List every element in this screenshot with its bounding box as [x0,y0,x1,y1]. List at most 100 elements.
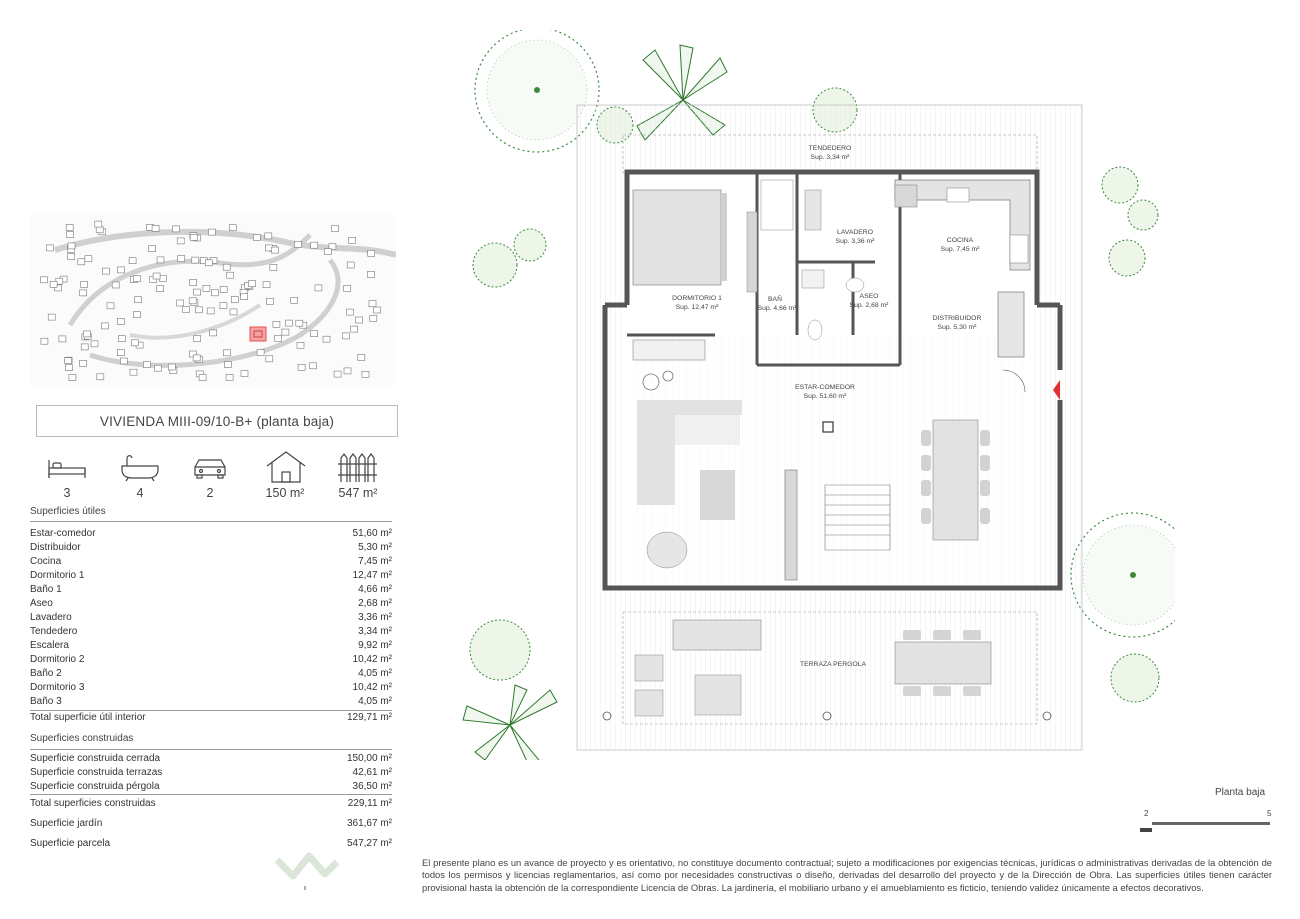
site-lot [177,255,185,262]
site-lot [290,297,299,304]
bathtub-icon [118,450,162,484]
site-lot [309,362,317,370]
site-lot [77,258,86,266]
site-lot [314,284,323,292]
site-lot [208,228,216,236]
floor-plan: TENDEDERO Sup. 3,34 m² LAVADERO Sup. 3,3… [455,27,1196,771]
bathrooms-value: 4 [136,486,144,500]
site-lot [295,319,304,327]
site-lot [90,340,99,348]
site-lot [54,284,62,292]
site-lot [128,257,137,265]
room-area: Sup. 7,45 m² [941,246,981,253]
shrub-icon [1127,199,1159,231]
site-lot [348,236,356,244]
room-name: DORMITORIO 1 [672,295,722,302]
site-lot [47,313,56,321]
site-lot [310,241,319,249]
divider [30,794,392,795]
site-lot [262,281,271,288]
site-lot [133,311,141,318]
room-area: Sup. 2,68 m² [850,302,890,309]
site-lot [274,335,282,342]
site-lot [343,285,352,292]
site-lot [229,308,238,316]
site-lot [328,243,337,250]
site-lot [202,285,211,292]
site-lot [265,355,274,363]
site-lot [333,370,342,378]
site-lot [357,354,366,361]
site-lot [95,226,104,234]
site-lot [188,297,197,305]
site-lot [67,242,76,250]
site-lot [368,300,377,307]
site-lot [223,349,231,357]
site-lot [49,281,58,288]
site-lot [266,298,274,305]
site-lot [285,319,293,327]
palm-tree-icon [462,684,558,771]
site-lot [322,335,331,343]
room-area: Sup. 51,60 m² [804,393,847,400]
room-area: Sup. 3,36 m² [836,238,876,245]
scale-end: 5 [1267,809,1272,818]
room-area: Sup. 3,34 m² [811,154,851,161]
house-icon [263,450,309,484]
site-lot [118,335,126,342]
room-name: TERRAZA PERGOLA [800,661,867,668]
site-lot [219,286,228,293]
shrub-icon [1101,166,1139,204]
site-lot [224,361,232,368]
shrub-icon [1108,239,1146,277]
site-lot [264,232,273,240]
logo [264,850,340,890]
site-lot [67,253,76,260]
site-lot [225,374,234,381]
site-lot [189,234,198,241]
site-lot [343,367,352,375]
site-lot [96,373,105,381]
site-lot [219,302,228,309]
site-lot [272,321,281,328]
built-area-value: 150 m² [265,486,305,500]
site-lot [79,360,87,367]
site-lot [154,364,162,372]
site-lot [206,307,215,315]
site-lot [176,237,185,245]
site-lot [205,259,213,267]
site-lot [134,296,142,303]
site-lot [297,364,306,371]
site-lot [65,364,73,371]
site-lot [256,349,265,356]
site-lot [193,288,201,296]
site-lot [176,299,184,307]
site-lot [120,357,128,365]
site-lot [40,337,49,345]
site-lot [296,342,305,349]
built-heading: Superficies construidas [30,733,134,744]
site-lot [68,374,77,381]
site-lot [148,245,156,253]
site-lot [195,306,203,314]
site-lot [331,225,339,232]
plan-caption: Planta baja [1215,787,1266,798]
divider [30,710,392,711]
site-lot [129,368,138,376]
site-lot [151,225,160,232]
site-lot [226,271,234,279]
site-lot [172,225,180,233]
